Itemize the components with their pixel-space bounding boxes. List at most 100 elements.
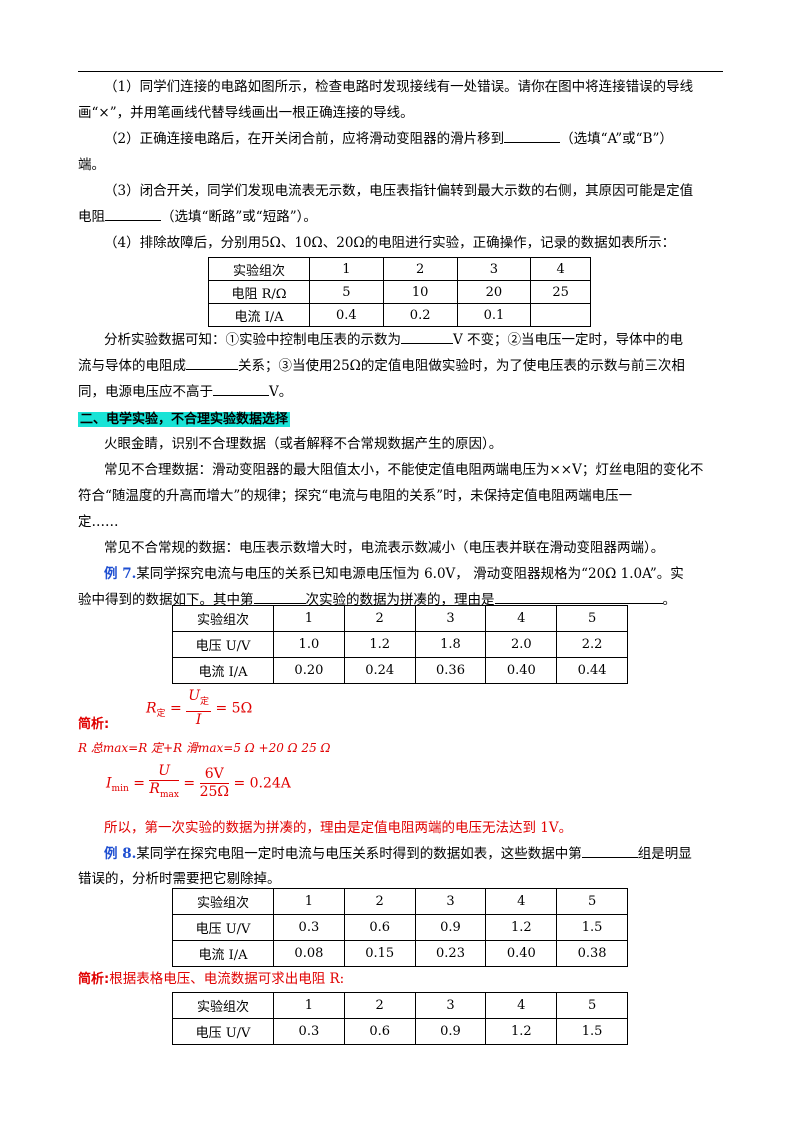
table-cell: 0.40 (485, 940, 558, 967)
table-cell: 2 (382, 257, 458, 281)
section2-line3: 符合“随温度的升高而增大”的规律；探究“电流与电阻的关系”时，未保持定值电阻两端… (78, 488, 633, 504)
table-cell: 3 (414, 605, 487, 632)
table-cell: 1 (273, 992, 345, 1019)
ex7-conclusion: 所以，第一次实验的数据为拼凑的，理由是定值电阻两端的电压无法达到 1V。 (104, 820, 573, 836)
table-cell: 4 (530, 257, 591, 281)
answer-blank[interactable] (504, 128, 561, 143)
table-cell: 0.4 (309, 303, 384, 327)
table-cell: 5 (556, 888, 628, 915)
q3-line2: 电阻（选填“断路”或“短路”）。 (78, 204, 723, 230)
section-heading: 二、电学实验，不合理实验数据选择 (78, 412, 291, 427)
table-cell: 0.15 (343, 940, 416, 967)
q3-line1: （3）闭合开关，同学们发现电流表无示数，电压表指针偏转到最大示数的右侧，其原因可… (104, 183, 694, 199)
answer-blank[interactable] (401, 329, 453, 344)
q2-line1: （2）正确连接电路后，在开关闭合前，应将滑动变阻器的滑片移到（选填“A”或“B”… (78, 126, 723, 152)
table-cell: 5 (556, 605, 628, 632)
ex8-line2: 错误的，分析时需要把它剔除掉。 (78, 871, 281, 887)
ex8-line1: 例 8.某同学在探究电阻一定时电流与电压关系时得到的数据如表，这些数据中第组是明… (78, 841, 723, 867)
formula-r-total: R 总max=R 定+R 滑max=5 Ω +20 Ω 25 Ω (78, 741, 331, 755)
ex7-jianxi-label: 简析: (78, 717, 110, 732)
answer-blank[interactable] (253, 589, 306, 604)
q4-line: （4）排除故障后，分别用5Ω、10Ω、20Ω的电阻进行实验，正确操作，记录的数据… (104, 235, 676, 251)
table-cell: 0.9 (414, 914, 487, 941)
table-cell: 1 (309, 257, 384, 281)
table-cell: 10 (382, 280, 458, 304)
table-cell (530, 303, 591, 327)
table-cell: 0.9 (414, 1018, 487, 1045)
answer-blank[interactable] (581, 843, 638, 858)
ex7-line2: 验中得到的数据如下。其中第次实验的数据为拼凑的，理由是。 (78, 587, 723, 613)
table-cell: 1 (273, 888, 345, 915)
header-rule (78, 71, 723, 72)
table-cell: 0.3 (273, 1018, 345, 1045)
table-cell: 3 (414, 992, 487, 1019)
table-cell: 0.40 (485, 657, 558, 684)
row-header-cell: 电流 I/A (208, 303, 310, 327)
row-header-cell: 电阻 R/Ω (208, 280, 310, 304)
table-cell: 0.2 (382, 303, 458, 327)
section2-line1: 火眼金睛，识别不合理数据（或者解释不合常规数据产生的原因）。 (104, 436, 503, 452)
table-cell: 0.38 (556, 940, 628, 967)
table-cell: 0.3 (273, 914, 345, 941)
row-header-cell: 电流 I/A (172, 940, 274, 967)
table-cell: 0.36 (414, 657, 487, 684)
row-header-cell: 电压 U/V (172, 631, 274, 658)
answer-blank[interactable] (494, 589, 663, 604)
row-header-cell: 电压 U/V (172, 914, 274, 941)
row-header-cell: 实验组次 (208, 257, 310, 281)
row-header-cell: 电流 I/A (172, 657, 274, 684)
table-cell: 2 (343, 992, 416, 1019)
table-cell: 4 (485, 992, 558, 1019)
table-cell: 2.2 (556, 631, 628, 658)
table-cell: 0.1 (456, 303, 532, 327)
ex8-jianxi: 简析:根据表格电压、电流数据可求出电阻 R: (78, 971, 345, 987)
q1-line1: （1）同学们连接的电路如图所示，检查电路时发现接线有一处错误。请你在图中将连接错… (104, 79, 694, 95)
row-header-cell: 实验组次 (172, 888, 274, 915)
q1-line2: 画“×”，并用笔画线代替导线画出一根正确连接的导线。 (78, 105, 414, 121)
table-cell: 0.20 (273, 657, 345, 684)
table-cell: 4 (485, 888, 558, 915)
table-cell: 1.5 (556, 1018, 628, 1045)
table-cell: 4 (485, 605, 558, 632)
table-cell: 1.8 (414, 631, 487, 658)
table-cell: 5 (556, 992, 628, 1019)
table-cell: 2.0 (485, 631, 558, 658)
table-cell: 1.0 (273, 631, 345, 658)
table-cell: 1.2 (485, 914, 558, 941)
table-cell: 0.23 (414, 940, 487, 967)
answer-blank[interactable] (186, 355, 238, 370)
table-cell: 1.2 (485, 1018, 558, 1045)
analysis-line2: 流与导体的电阻成关系；③当使用25Ω的定值电阻做实验时，为了使电压表的示数与前三… (78, 353, 723, 379)
table-cell: 2 (343, 888, 416, 915)
row-header-cell: 实验组次 (172, 605, 274, 632)
table-cell: 3 (456, 257, 532, 281)
answer-blank[interactable] (105, 206, 161, 221)
example-label: 例 7. (104, 566, 137, 582)
section2-heading-line: 二、电学实验，不合理实验数据选择 (78, 406, 723, 433)
table-cell: 0.44 (556, 657, 628, 684)
table-cell: 5 (309, 280, 384, 304)
answer-blank[interactable] (213, 381, 269, 396)
table-cell: 3 (414, 888, 487, 915)
ex7-line1: 例 7.某同学探究电流与电压的关系已知电源电压恒为 6.0V， 滑动变阻器规格为… (104, 566, 684, 582)
table-cell: 1.5 (556, 914, 628, 941)
row-header-cell: 电压 U/V (172, 1018, 274, 1045)
example-label: 例 8. (104, 846, 137, 862)
table-cell: 1 (273, 605, 345, 632)
